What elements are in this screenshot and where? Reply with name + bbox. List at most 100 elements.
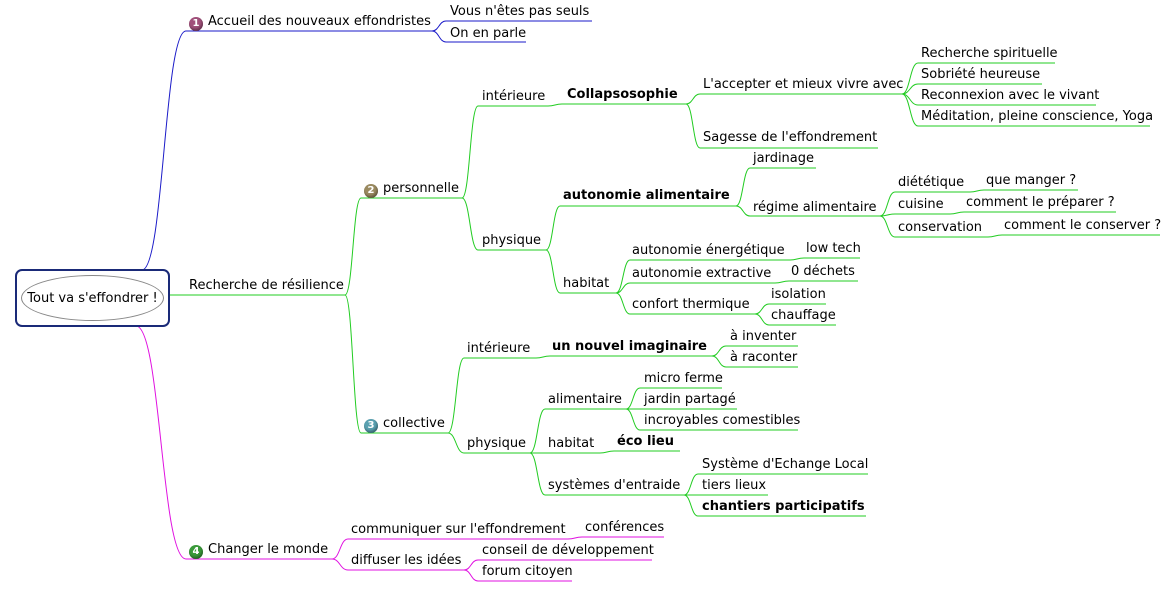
node-accueil[interactable]: 1 Accueil des nouveaux effondristes xyxy=(189,14,431,31)
node-isolation[interactable]: isolation xyxy=(771,287,826,302)
priority-1-icon: 1 xyxy=(189,17,203,31)
node-pas-seuls[interactable]: Vous n'êtes pas seuls xyxy=(450,4,590,19)
connector xyxy=(625,408,641,431)
connector xyxy=(901,93,919,127)
node-label: collective xyxy=(383,416,445,431)
connector xyxy=(625,387,641,410)
node-recherche-resilience[interactable]: Recherche de résilience xyxy=(189,278,344,293)
connector xyxy=(344,197,362,296)
priority-2-icon: 2 xyxy=(364,184,378,198)
connector xyxy=(344,294,362,434)
node-collective[interactable]: 3 collective xyxy=(364,416,445,433)
connector xyxy=(711,345,727,357)
priority-4-icon: 4 xyxy=(189,545,203,559)
node-sagesse[interactable]: Sagesse de l'effondrement xyxy=(703,130,878,145)
node-autonomie-extractive[interactable]: autonomie extractive xyxy=(632,266,772,281)
node-comment-conserver[interactable]: comment le conserver ? xyxy=(1004,218,1162,233)
connector xyxy=(754,313,770,326)
connector xyxy=(529,452,546,496)
connector xyxy=(879,191,896,217)
root-label: Tout va s'effondrer ! xyxy=(21,275,164,321)
node-low-tech[interactable]: low tech xyxy=(806,241,861,256)
node-chauffage[interactable]: chauffage xyxy=(771,308,836,323)
connector xyxy=(774,280,790,284)
connector xyxy=(545,249,561,294)
connector xyxy=(754,303,770,315)
node-comment-preparer[interactable]: comment le préparer ? xyxy=(966,195,1115,210)
node-eco-lieu[interactable]: éco lieu xyxy=(617,434,674,449)
connector xyxy=(461,105,479,199)
node-communiquer[interactable]: communiquer sur l'effondrement xyxy=(351,522,566,537)
node-a-inventer[interactable]: à inventer xyxy=(730,329,797,344)
node-recherche-spirituelle[interactable]: Recherche spirituelle xyxy=(921,46,1058,61)
node-personnelle[interactable]: 2 personnelle xyxy=(364,181,459,198)
node-micro-ferme[interactable]: micro ferme xyxy=(644,371,723,386)
connector xyxy=(987,234,1003,238)
node-collective-habitat[interactable]: habitat xyxy=(548,436,595,451)
connector xyxy=(683,473,699,496)
node-autonomie-alimentaire[interactable]: autonomie alimentaire xyxy=(563,188,730,203)
connector xyxy=(463,569,479,582)
node-forum-citoyen[interactable]: forum citoyen xyxy=(482,564,573,579)
connector xyxy=(901,83,919,95)
node-collective-alimentaire[interactable]: alimentaire xyxy=(548,392,622,407)
node-incroyables-comestibles[interactable]: incroyables comestibles xyxy=(644,413,801,428)
node-diffuser[interactable]: diffuser les idées xyxy=(351,553,462,568)
connector xyxy=(683,494,699,517)
node-confort-thermique[interactable]: confort thermique xyxy=(632,297,750,312)
connector xyxy=(461,197,479,251)
node-zero-dechets[interactable]: 0 déchets xyxy=(791,264,855,279)
node-dietetique[interactable]: diététique xyxy=(898,175,965,190)
connector xyxy=(331,558,349,571)
node-conferences[interactable]: conférences xyxy=(585,520,665,535)
node-sobriete[interactable]: Sobriété heureuse xyxy=(921,67,1041,82)
node-nouvel-imaginaire[interactable]: un nouvel imaginaire xyxy=(552,339,707,354)
node-conseil-developpement[interactable]: conseil de développement xyxy=(482,543,654,558)
node-accepter[interactable]: L'accepter et mieux vivre avec xyxy=(703,77,904,92)
connector xyxy=(735,205,751,217)
node-collective-interieure[interactable]: intérieure xyxy=(467,341,531,356)
node-tiers-lieux[interactable]: tiers lieux xyxy=(702,478,767,493)
node-collapsosophie[interactable]: Collapsosophie xyxy=(567,87,678,102)
node-label: Accueil des nouveaux effondristes xyxy=(208,14,431,29)
node-conservation[interactable]: conservation xyxy=(898,220,983,235)
node-label: Changer le monde xyxy=(208,542,329,557)
connector-accueil xyxy=(141,30,187,271)
node-personnelle-interieure[interactable]: intérieure xyxy=(482,89,546,104)
connector xyxy=(447,432,465,454)
node-cuisine[interactable]: cuisine xyxy=(898,197,944,212)
node-jardin-partage[interactable]: jardin partagé xyxy=(644,392,736,407)
node-sel[interactable]: Système d'Echange Local xyxy=(702,457,869,472)
node-a-raconter[interactable]: à raconter xyxy=(730,350,798,365)
node-reconnexion[interactable]: Reconnexion avec le vivant xyxy=(921,88,1100,103)
node-regime-alimentaire[interactable]: régime alimentaire xyxy=(753,200,877,215)
node-changer-le-monde[interactable]: 4 Changer le monde xyxy=(189,542,328,559)
node-personnelle-habitat[interactable]: habitat xyxy=(563,276,610,291)
node-chantiers-participatifs[interactable]: chantiers participatifs xyxy=(702,499,865,514)
connector xyxy=(711,355,727,368)
node-personnelle-physique[interactable]: physique xyxy=(482,233,542,248)
connector xyxy=(615,282,631,294)
connector xyxy=(463,559,479,571)
connector xyxy=(901,62,919,95)
priority-3-icon: 3 xyxy=(364,419,378,433)
node-on-en-parle[interactable]: On en parle xyxy=(450,26,527,41)
node-que-manger[interactable]: que manger ? xyxy=(986,173,1077,188)
node-label: personnelle xyxy=(383,181,460,196)
connector xyxy=(969,189,985,193)
connector xyxy=(735,167,751,207)
node-jardinage[interactable]: jardinage xyxy=(753,151,815,166)
connector xyxy=(529,408,546,454)
connector xyxy=(879,215,896,238)
connector xyxy=(431,20,447,32)
connector xyxy=(447,357,465,434)
connector xyxy=(331,538,349,560)
root-node[interactable]: Tout va s'effondrer ! xyxy=(15,269,170,327)
node-meditation[interactable]: Méditation, pleine conscience, Yoga xyxy=(921,109,1154,124)
node-collective-physique[interactable]: physique xyxy=(467,436,527,451)
node-systemes-entraide[interactable]: systèmes d'entraide xyxy=(548,478,681,493)
node-autonomie-energetique[interactable]: autonomie énergétique xyxy=(632,243,785,258)
connector xyxy=(567,536,583,540)
connector xyxy=(615,259,631,294)
